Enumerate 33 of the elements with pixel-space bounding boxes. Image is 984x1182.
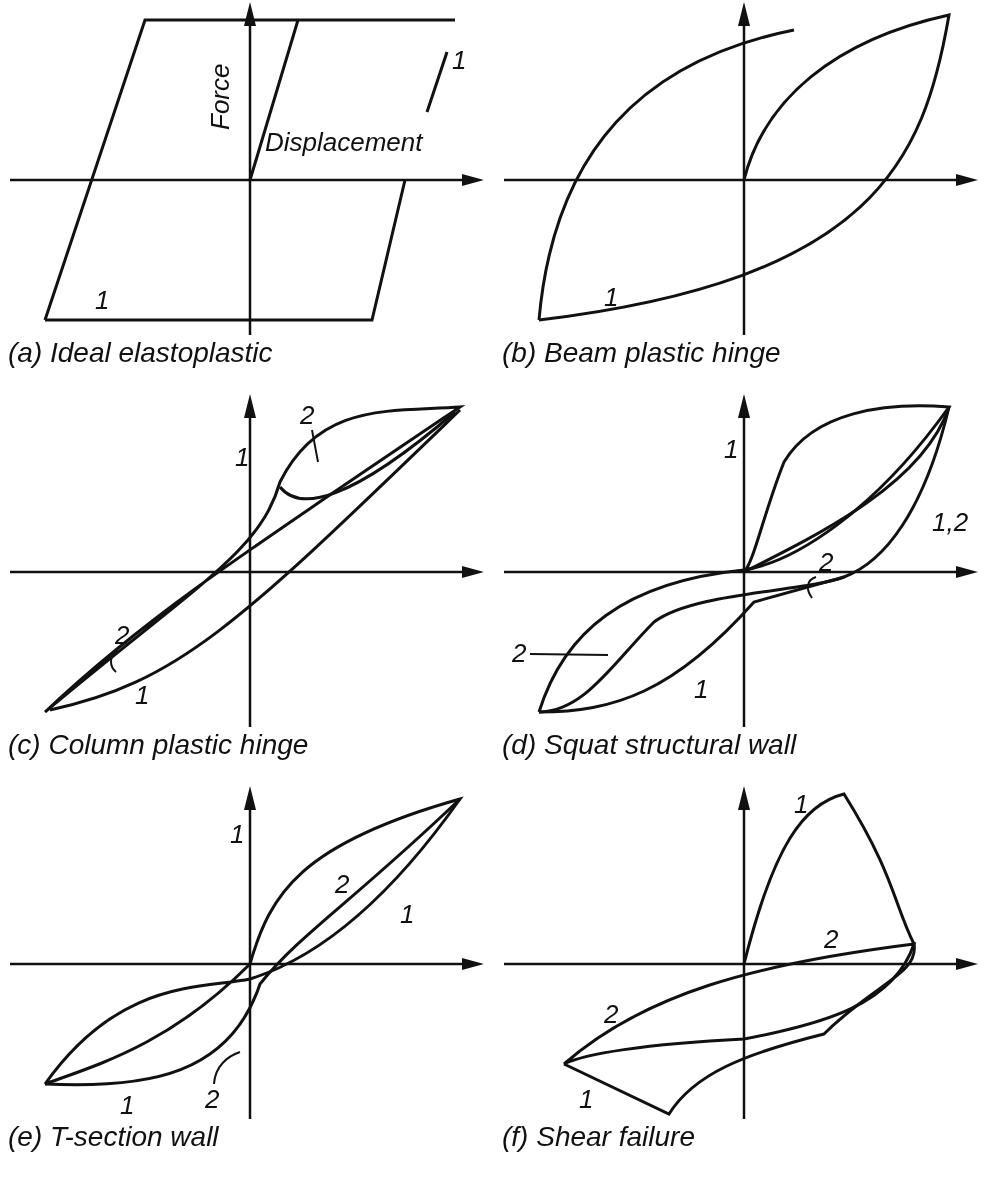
panel-caption: (a) Ideal elastoplastic <box>8 338 273 368</box>
panel-caption: (b) Beam plastic hinge <box>502 338 781 368</box>
callout-number: 1 <box>95 285 110 315</box>
panel-caption: (e) T-section wall <box>8 1122 219 1152</box>
callout-number: 1 <box>230 819 245 849</box>
callout-number: 1 <box>579 1084 594 1114</box>
leader-line <box>213 1051 241 1085</box>
callout-number: 1,2 <box>932 507 969 537</box>
leader-line <box>806 576 817 599</box>
callout-number: 2 <box>824 924 839 954</box>
leader-line <box>311 429 319 463</box>
callout-number: 1 <box>235 442 250 472</box>
callout-number: 2 <box>819 547 834 577</box>
leader-line <box>529 653 609 656</box>
panel-caption: (f) Shear failure <box>502 1122 695 1152</box>
callout-number: 2 <box>512 638 527 668</box>
callout-number: 2 <box>300 400 315 430</box>
panel-caption: (d) Squat structural wall <box>502 730 797 760</box>
callout-number: 1 <box>400 899 415 929</box>
axis-label: Displacement <box>265 127 423 157</box>
callout-number: 1 <box>135 680 150 710</box>
callout-number: 2 <box>604 999 619 1029</box>
callout-number: 1 <box>604 282 619 312</box>
axis-label: Force <box>205 63 235 130</box>
callout-number: 1 <box>794 789 809 819</box>
callout-number: 2 <box>335 869 350 899</box>
callout-number: 1 <box>452 45 467 75</box>
callout-number: 1 <box>120 1090 135 1120</box>
callout-number: 1 <box>694 674 709 704</box>
callout-number: 2 <box>205 1084 220 1114</box>
leader-line <box>110 649 119 673</box>
callout-number: 1 <box>724 434 739 464</box>
panel-caption: (c) Column plastic hinge <box>8 730 309 760</box>
